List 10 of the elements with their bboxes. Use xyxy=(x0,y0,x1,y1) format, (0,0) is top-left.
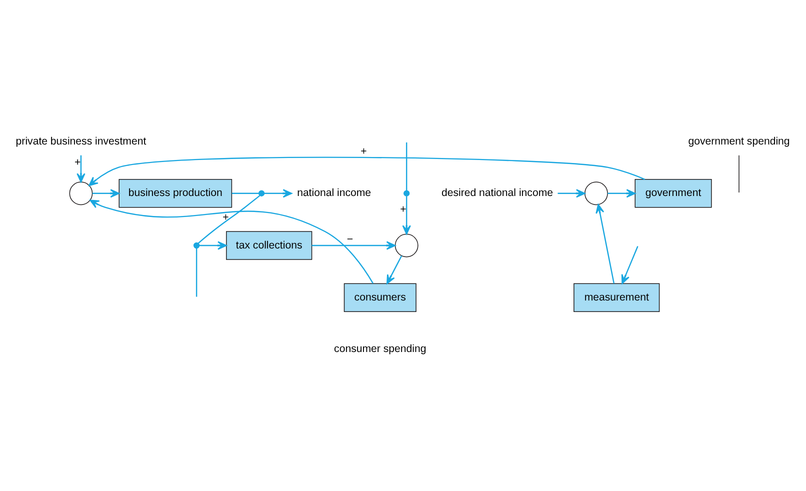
label: consumer spending xyxy=(334,343,426,356)
edge-label: + xyxy=(360,146,367,158)
edge-label: + xyxy=(222,212,229,224)
edge-label: + xyxy=(74,156,81,169)
node-text: private business investment xyxy=(16,135,146,148)
edge-label: + xyxy=(400,203,406,216)
node-text: national income xyxy=(297,187,372,200)
edge-label: − xyxy=(346,234,353,246)
node-text: government spending xyxy=(688,135,790,148)
node-text: desired national income xyxy=(441,187,554,200)
